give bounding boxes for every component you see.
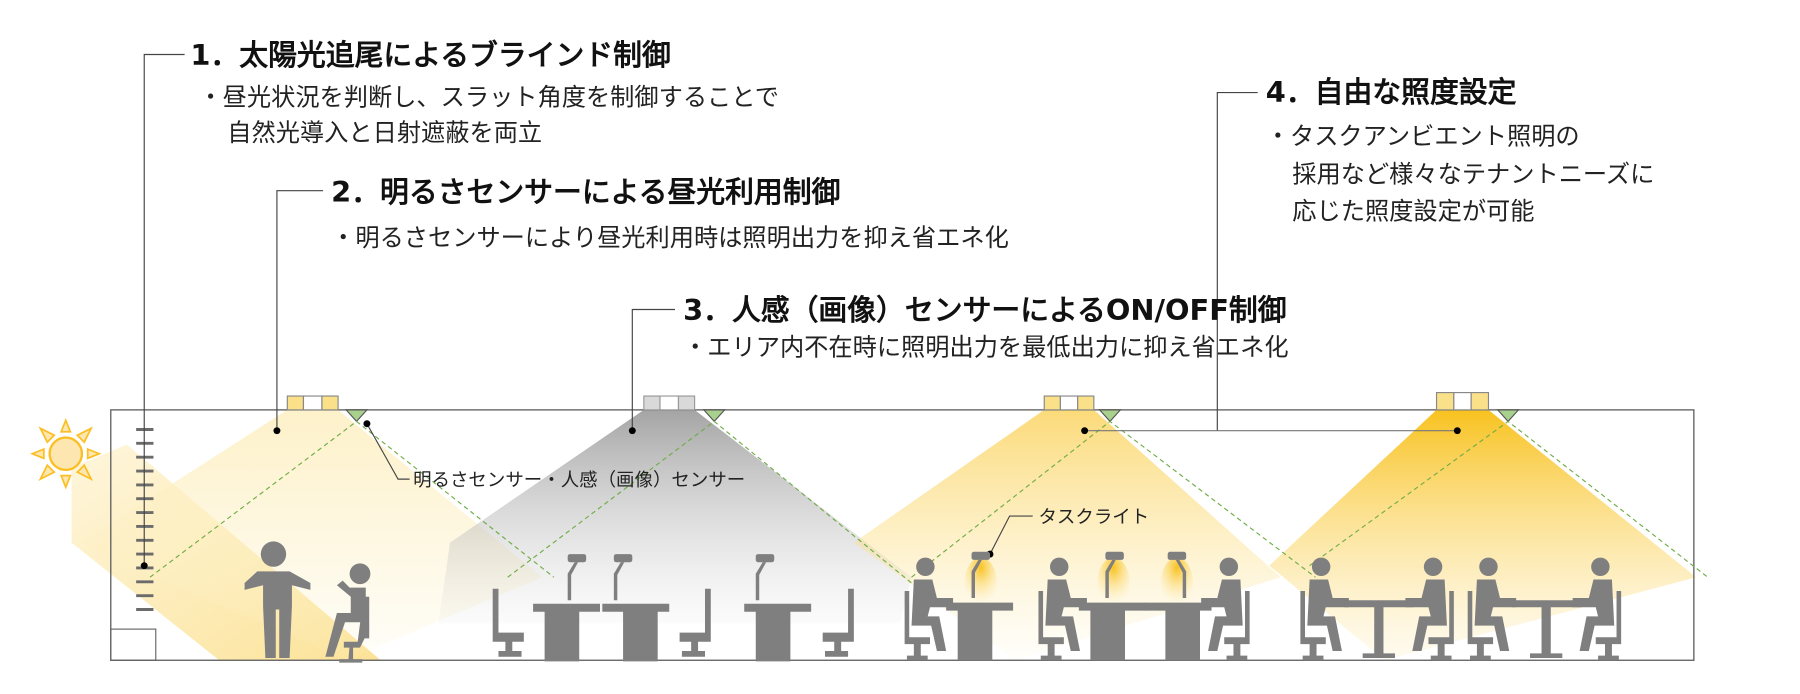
light-fixture-icon	[1435, 392, 1490, 411]
feature-4-line: 採用など様々なテナントニーズに	[1292, 161, 1654, 189]
person-icon	[325, 563, 371, 663]
light-cone-1	[80, 409, 543, 661]
sensor-icon	[1098, 409, 1122, 423]
task-light-glow	[1097, 557, 1130, 609]
feature-1-title: 1．太陽光追尾によるブラインド制御	[190, 38, 670, 72]
leader-lines	[143, 53, 1458, 566]
sensor-icon	[702, 409, 726, 423]
desk-icon	[1511, 600, 1581, 658]
feature-1-line: 自然光導入と日射遮蔽を両立	[227, 119, 542, 147]
feature-4-title: 4．自由な照度設定	[1266, 75, 1517, 109]
sensor-icon	[1496, 409, 1520, 423]
sensor-icon	[344, 409, 369, 423]
room-outline	[110, 409, 1695, 661]
feature-3-line: ・エリア内不在時に照明出力を最低出力に抑え省エネ化	[683, 334, 1288, 362]
person-icon	[244, 541, 311, 658]
feature-3-title: 3．人感（画像）センサーによるON/OFF制御	[683, 293, 1287, 327]
sensor-range-lines	[149, 420, 1709, 584]
task-light-glow	[1160, 557, 1194, 609]
task-light-label: タスクライト	[1038, 507, 1149, 528]
feature-2-title: 2．明るさセンサーによる昼光利用制御	[331, 175, 840, 209]
feature-2-line: ・明るさセンサーにより昼光利用時は照明出力を抑え省エネ化	[331, 224, 1009, 252]
light-fixture-icon	[286, 395, 339, 411]
sun-icon	[29, 417, 102, 490]
light-fixture-icon	[643, 395, 696, 411]
light-fixture-icon	[1043, 395, 1095, 411]
desk-icon	[1344, 600, 1414, 658]
feature-4-line: ・タスクアンビエント照明の	[1266, 123, 1580, 151]
task-light-glow	[964, 557, 997, 609]
light-cone-2	[438, 409, 912, 624]
feature-1-line: ・昼光状況を判断し、スラット角度を制御することで	[198, 83, 779, 111]
window-sill	[110, 628, 157, 661]
sensor-label: 明るさセンサー・人感（画像）センサー	[413, 470, 745, 491]
feature-4-line: 応じた照度設定が可能	[1292, 198, 1534, 226]
